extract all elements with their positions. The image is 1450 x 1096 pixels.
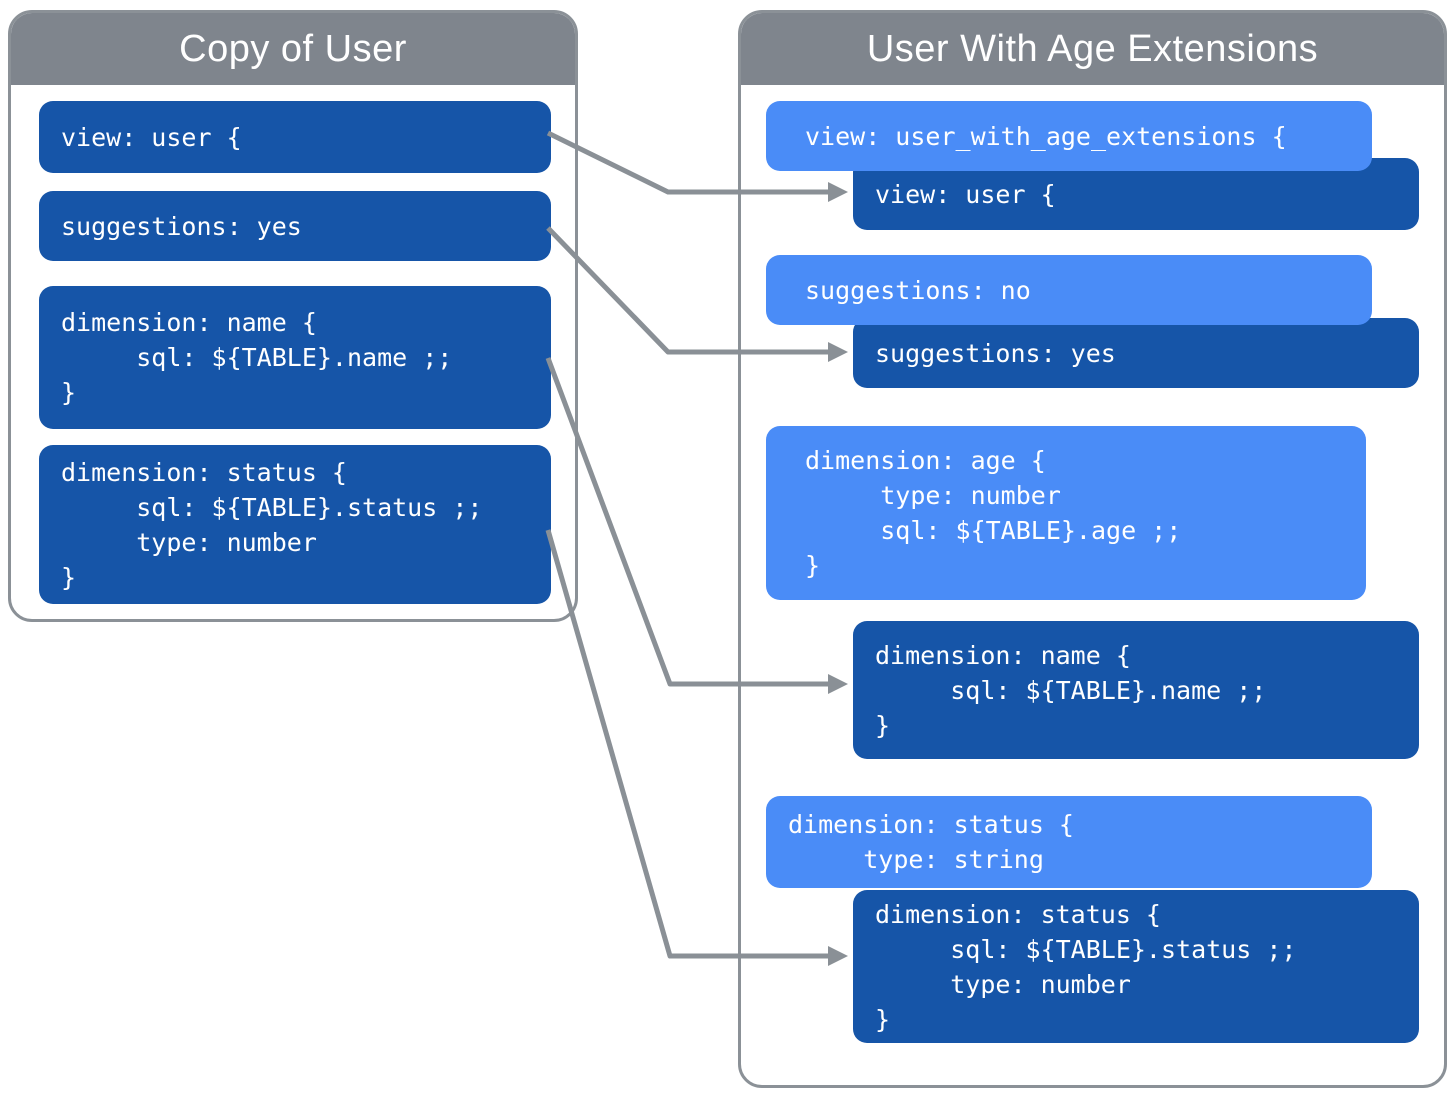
panel-title: User With Age Extensions: [866, 27, 1319, 70]
code-block-dimension-status-inherited: dimension: status { sql: ${TABLE}.status…: [853, 890, 1419, 1043]
panel-title: Copy of User: [179, 27, 407, 70]
code-block-view-user: view: user {: [39, 101, 551, 173]
code-block-dimension-name-inherited: dimension: name { sql: ${TABLE}.name ;; …: [853, 621, 1419, 759]
code-block-suggestions-yes: suggestions: yes: [39, 191, 551, 261]
code-block-dimension-age: dimension: age { type: number sql: ${TAB…: [766, 426, 1366, 600]
code-block-suggestions-yes-inherited: suggestions: yes: [853, 318, 1419, 388]
code-block-dimension-status: dimension: status { sql: ${TABLE}.status…: [39, 445, 551, 604]
code-block-dimension-name: dimension: name { sql: ${TABLE}.name ;; …: [39, 286, 551, 429]
code-block-suggestions-no: suggestions: no: [766, 255, 1372, 325]
panel-copy-of-user: Copy of User view: user { suggestions: y…: [8, 10, 578, 622]
panel-user-with-age-extensions-header: User With Age Extensions: [741, 13, 1444, 85]
code-block-view-extended: view: user_with_age_extensions {: [766, 101, 1372, 171]
code-block-dimension-status-override: dimension: status { type: string: [766, 796, 1372, 888]
panel-copy-of-user-header: Copy of User: [11, 13, 575, 85]
panel-user-with-age-extensions: User With Age Extensions view: user_with…: [738, 10, 1447, 1088]
